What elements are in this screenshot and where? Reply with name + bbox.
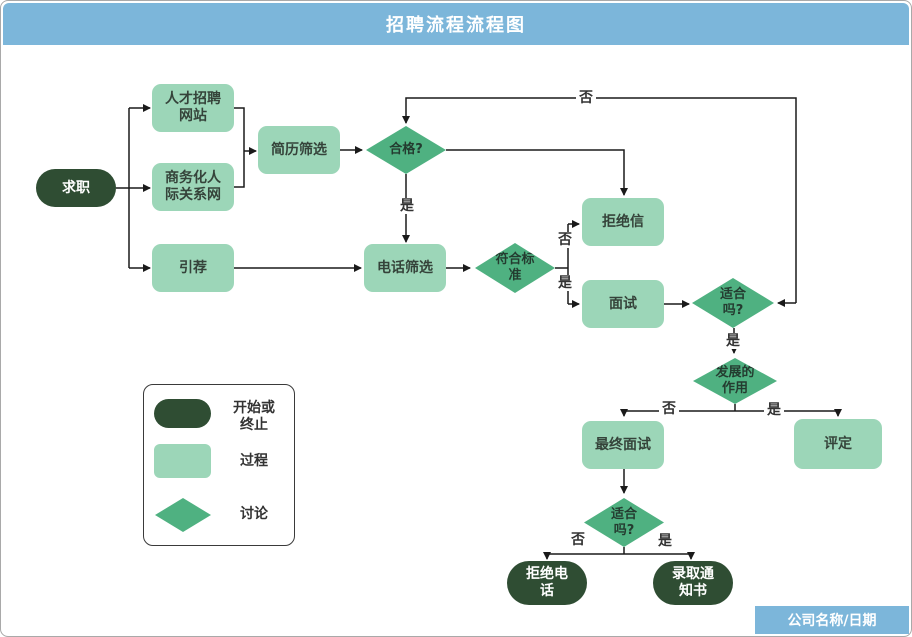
page-title: 招聘流程流程图 xyxy=(386,15,526,36)
footer-text: 公司名称/日期 xyxy=(787,613,877,629)
node-label: 符合标 准 xyxy=(495,252,535,283)
node-label: 引荐 xyxy=(179,259,207,276)
legend-start-end-shape xyxy=(154,399,211,428)
node-start[interactable]: 求职 xyxy=(36,169,116,207)
edge-label-yes-suitable2: 是 xyxy=(655,533,675,549)
node-label: 最终面试 xyxy=(595,436,651,453)
legend-process-label: 过程 xyxy=(240,453,268,469)
node-final-interview[interactable]: 最终面试 xyxy=(582,421,664,469)
edge-label-no-loop: 否 xyxy=(576,90,596,106)
edge-label-no-criteria: 否 xyxy=(555,232,575,248)
legend-decision-label: 讨论 xyxy=(240,506,268,522)
legend-process-shape xyxy=(154,444,211,478)
edge-label-no-development: 否 xyxy=(659,401,679,417)
node-label: 录取通 知书 xyxy=(672,566,714,599)
node-label: 拒绝信 xyxy=(602,213,644,230)
node-label: 拒绝电 话 xyxy=(526,566,568,599)
node-referral[interactable]: 引荐 xyxy=(152,244,234,292)
node-label: 简历筛选 xyxy=(271,141,327,158)
edge-label-yes-qualified: 是 xyxy=(397,198,417,214)
title-bar: 招聘流程流程图 xyxy=(3,3,909,45)
node-label: 评定 xyxy=(824,435,852,452)
node-evaluation[interactable]: 评定 xyxy=(794,419,882,469)
node-label: 发展的 作用 xyxy=(715,365,755,396)
legend-start-end-label: 开始或 终止 xyxy=(233,400,275,433)
arrow-qualified-to-rejection xyxy=(446,149,628,196)
node-label: 商务化人 际关系网 xyxy=(165,170,221,203)
footer-bar: 公司名称/日期 xyxy=(755,606,909,634)
edge-label-no-suitable2: 否 xyxy=(568,532,588,548)
node-label: 电话筛选 xyxy=(377,259,433,276)
node-label: 面试 xyxy=(609,295,637,312)
node-rejection-call[interactable]: 拒绝电 话 xyxy=(507,561,587,605)
node-label: 适合 吗? xyxy=(610,506,637,538)
node-label: 合格? xyxy=(389,142,423,157)
node-resume-screen[interactable]: 简历筛选 xyxy=(258,126,340,174)
node-offer-letter[interactable]: 录取通 知书 xyxy=(653,561,733,605)
legend-decision-shape xyxy=(155,498,211,532)
legend: 开始或 终止 过程 讨论 xyxy=(143,384,295,546)
node-label: 适合 吗? xyxy=(719,287,746,318)
arrow-loop-no-to-qualified xyxy=(402,97,797,303)
edge-label-yes-suitable1: 是 xyxy=(723,333,743,349)
node-label: 人才招聘 网站 xyxy=(165,91,221,124)
edge-label-yes-development: 是 xyxy=(764,402,784,418)
node-rejection-letter[interactable]: 拒绝信 xyxy=(582,198,664,246)
node-phone-screen[interactable]: 电话筛选 xyxy=(364,244,446,292)
node-interview[interactable]: 面试 xyxy=(582,280,664,328)
node-label: 求职 xyxy=(62,179,90,196)
edge-label-yes-criteria: 是 xyxy=(555,275,575,291)
node-job-site[interactable]: 人才招聘 网站 xyxy=(152,84,234,132)
node-business-network[interactable]: 商务化人 际关系网 xyxy=(152,163,234,211)
